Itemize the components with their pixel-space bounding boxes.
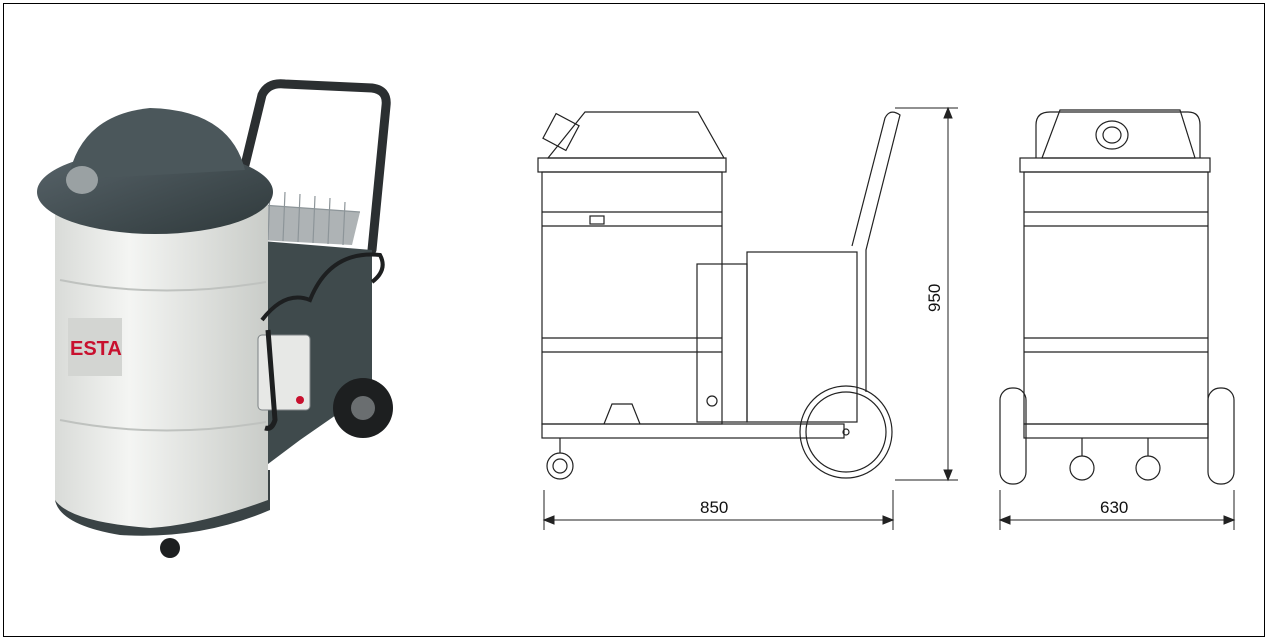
side-lid-rim	[537, 157, 727, 173]
dimension-lines-front	[998, 490, 1236, 530]
side-drum	[541, 171, 723, 425]
power-cord	[260, 252, 385, 322]
front-lid-rim	[1019, 157, 1211, 173]
front-drum	[1023, 171, 1209, 425]
brand-label	[68, 318, 122, 376]
side-inlet	[542, 112, 580, 152]
chassis	[250, 240, 372, 470]
dimension-length-label: 850	[700, 498, 728, 517]
side-view-drawing	[537, 111, 901, 480]
front-caster-right	[1135, 455, 1161, 481]
front-handle	[1035, 111, 1201, 158]
front-caster-left	[1069, 455, 1095, 481]
side-body-box	[746, 251, 858, 423]
motor-head	[68, 108, 245, 180]
side-handle	[851, 111, 901, 392]
front-wheel-left	[999, 387, 1027, 485]
brand-text: ESTA	[70, 338, 122, 360]
drum	[55, 200, 268, 528]
front-wheel-right	[1207, 387, 1235, 485]
vacuum-render: ESTA	[37, 79, 393, 558]
side-caster	[546, 452, 574, 480]
front-view-drawing	[999, 109, 1235, 485]
dimension-height-label: 950	[925, 284, 944, 312]
front-lid	[1041, 109, 1196, 159]
side-base-rail	[541, 423, 845, 439]
side-rear-wheel	[799, 385, 893, 479]
front-inlet	[1095, 120, 1129, 150]
power-indicator	[296, 396, 304, 404]
inlet-port	[66, 166, 98, 194]
front-caster	[160, 538, 180, 558]
dimension-width-label: 630	[1100, 498, 1128, 517]
handle-bar	[240, 79, 391, 255]
front-base	[1023, 423, 1209, 439]
dimension-lines-side	[542, 106, 958, 530]
